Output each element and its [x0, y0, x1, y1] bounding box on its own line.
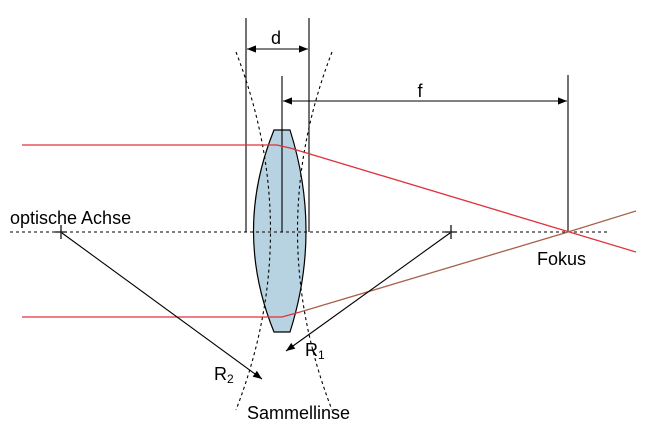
axis-label: optische Achse	[10, 208, 131, 228]
radius-2-label: R2	[214, 364, 234, 386]
radius-1-label: R1	[305, 340, 325, 362]
ray-lower-beyond-focus	[567, 210, 637, 233]
thickness-label: d	[271, 28, 281, 48]
focal-length-label: f	[417, 81, 423, 101]
ray-upper	[22, 144, 637, 253]
curvature-arc-1	[235, 51, 272, 411]
ray-lower-incoming	[22, 311, 301, 318]
radius-2-arrow	[61, 232, 263, 380]
lens-body	[252, 129, 307, 333]
focus-label: Fokus	[537, 249, 586, 269]
radius-1-arrow	[285, 232, 451, 352]
lens-name-label: Sammellinse	[247, 403, 350, 423]
ray-lower-outgoing	[299, 231, 569, 313]
